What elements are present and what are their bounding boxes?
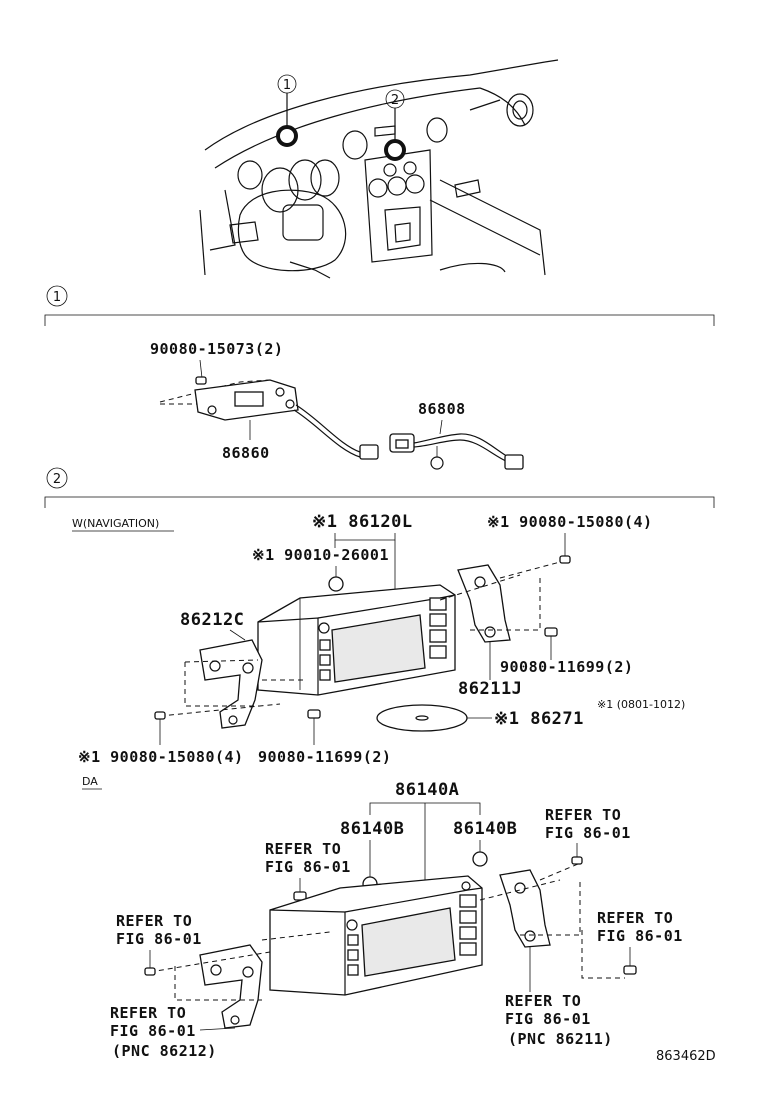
refer-top-center-line2: FIG 86-01 (265, 858, 351, 876)
label-86271: ※1 86271 (494, 709, 584, 729)
refer-bottom-right-line1: REFER TO (505, 992, 581, 1010)
pnc-86211-note: (PNC 86211) (508, 1030, 613, 1048)
pnc-86212-note: (PNC 86212) (112, 1042, 217, 1060)
label-86211J: 86211J (458, 679, 522, 699)
section-1-bracket (44, 314, 715, 326)
overview-callout-1-text: 1 (283, 78, 291, 93)
variant-label-da: DA (82, 775, 98, 788)
refer-left-line2: FIG 86-01 (116, 930, 202, 948)
label-86140B-right: 86140B (453, 819, 517, 839)
overview-callout-2-text: 2 (391, 93, 399, 108)
refer-bottom-left-line1: REFER TO (110, 1004, 186, 1022)
label-90080-15080-top: ※1 90080-15080(4) (487, 513, 653, 531)
refer-top-right-line1: REFER TO (545, 806, 621, 824)
overview-callout-2 (385, 89, 405, 109)
overview-marker-2 (384, 139, 406, 161)
section-1-marker (46, 285, 68, 307)
section-1-number: 1 (53, 290, 61, 305)
refer-bottom-right-line2: FIG 86-01 (505, 1010, 591, 1028)
label-86140B-left: 86140B (340, 819, 404, 839)
section-1: 1 90080-15073(2) 86860 86808 (44, 285, 715, 470)
refer-right-line2: FIG 86-01 (597, 927, 683, 945)
label-86212C: 86212C (180, 610, 244, 630)
refer-right-line1: REFER TO (597, 909, 673, 927)
drawing-number: 863462D (656, 1049, 716, 1064)
label-86140A: 86140A (395, 780, 459, 800)
variant-label-navigation: W(NAVIGATION) (72, 517, 159, 530)
overview-marker-1 (276, 125, 298, 147)
refer-left-line1: REFER TO (116, 912, 192, 930)
section-2-bracket (44, 496, 715, 508)
da-variant: DA 86140A 86140B 86140B REFER TO FIG 86-… (82, 775, 683, 1060)
dashboard-overview-illustration: 1 2 (199, 59, 559, 279)
navigation-variant: W(NAVIGATION) ※1 86120L ※1 90010-26001 ※… (72, 512, 685, 766)
label-90080-15080-bottom: ※1 90080-15080(4) (78, 748, 244, 766)
refer-top-right-line2: FIG 86-01 (545, 824, 631, 842)
section-2: 2 W(NAVIGATION) ※1 86120L ※1 90010-26001… (44, 467, 715, 1060)
label-90080-15073: 90080-15073(2) (150, 340, 283, 358)
section-2-marker (46, 467, 68, 489)
label-86860: 86860 (222, 444, 270, 462)
label-90080-11699-bottom: 90080-11699(2) (258, 748, 391, 766)
label-90080-11699-right: 90080-11699(2) (500, 658, 633, 676)
label-86120L: ※1 86120L (312, 512, 413, 532)
label-90010-26001: ※1 90010-26001 (252, 546, 389, 564)
note-date-range: ※1 (0801-1012) (597, 698, 685, 711)
refer-bottom-left-line2: FIG 86-01 (110, 1022, 196, 1040)
label-86808: 86808 (418, 400, 466, 418)
refer-top-center-line1: REFER TO (265, 840, 341, 858)
section-2-number: 2 (53, 472, 61, 487)
overview-callout-1 (277, 74, 297, 94)
